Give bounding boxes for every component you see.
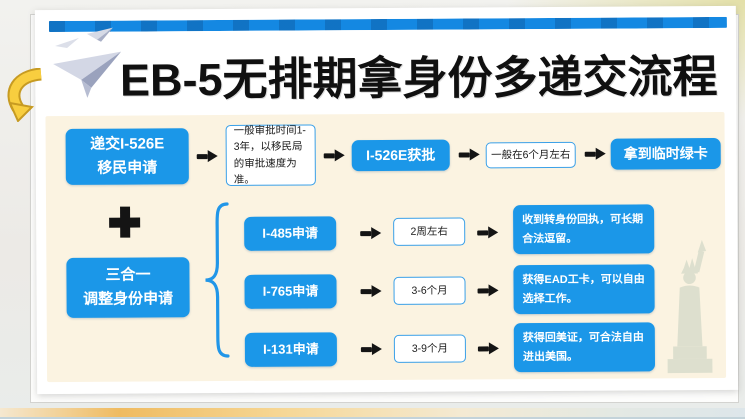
note-duration-text: 3-9个月 [411,342,449,355]
paper-plane-icon [53,27,122,98]
flow-step-i526e-approved: I-526E获批 [351,139,450,172]
slide-card: EB-5无排期拿身份多递交流程 递交I-526E 移民申请 一般审批时间1-3年… [34,5,739,395]
flow-step-submit-i526e: 递交I-526E 移民申请 [65,128,189,185]
note-review-time: 一般审批时间1-3年，以移民局的审批速度为准。 [225,124,316,186]
flow-step-label: I-131申请 [263,341,319,357]
flow-step-i765: I-765申请 [244,274,337,309]
result-i485: 收到转身份回执，可长期合法逗留。 [513,204,655,255]
flow-arrow-icon [323,148,345,162]
result-i131: 获得回美证，可合法自由进出美国。 [513,322,656,373]
result-text: 获得EAD工卡，可以自由选择工作。 [522,273,645,306]
note-i131-duration: 3-9个月 [393,334,466,363]
flow-step-three-in-one: 三合一 调整身份申请 [66,257,190,318]
flow-arrow-icon [476,225,499,239]
note-approval-time-text: 一般在6个月左右 [491,148,571,162]
flow-arrow-icon [360,284,382,298]
flow-step-label-line1: 三合一 [105,266,151,284]
flow-arrow-icon [584,147,606,161]
note-i485-duration: 2周左右 [393,217,466,246]
page-title: EB-5无排期拿身份多递交流程 [119,50,718,106]
note-duration-text: 3-6个月 [411,284,448,297]
flow-step-label-line1: 递交I-526E [89,135,165,153]
flow-arrow-icon [458,147,480,161]
note-i765-duration: 3-6个月 [393,276,466,305]
flow-arrow-icon [359,226,382,240]
flow-step-label-line2: 调整身份申请 [83,290,174,308]
statue-of-liberty-icon [667,239,713,374]
result-text: 收到转身份回执，可长期合法逗留。 [522,213,644,246]
curved-arrow-icon [7,68,42,122]
top-accent-bar [48,16,727,33]
bottom-gradient-strip [0,408,745,419]
flow-arrow-icon [477,341,499,355]
flow-step-label: 拿到临时绿卡 [623,145,708,162]
flow-step-label-line2: 移民申请 [97,159,158,177]
flow-step-i485: I-485申请 [244,216,337,251]
flow-step-label: I-485申请 [262,225,319,241]
result-i765: 获得EAD工卡，可以自由选择工作。 [513,264,655,315]
flow-step-i131: I-131申请 [244,332,338,367]
plus-icon [109,207,140,238]
flow-step-label: I-765申请 [262,283,319,299]
flowchart-area: 递交I-526E 移民申请 一般审批时间1-3年，以移民局的审批速度为准。 I-… [45,111,727,383]
curly-brace-icon [205,202,230,358]
flow-arrow-icon [196,149,218,163]
result-text: 获得回美证，可合法自由进出美国。 [522,331,644,364]
flow-arrow-icon [477,283,499,297]
note-approval-time: 一般在6个月左右 [485,141,576,169]
flow-arrow-icon [360,342,382,356]
flow-step-label: I-526E获批 [366,146,436,164]
flow-step-temporary-green-card: 拿到临时绿卡 [610,137,721,170]
note-review-time-text: 一般审批时间1-3年，以移民局的审批速度为准。 [233,124,306,186]
note-duration-text: 2周左右 [410,225,448,238]
